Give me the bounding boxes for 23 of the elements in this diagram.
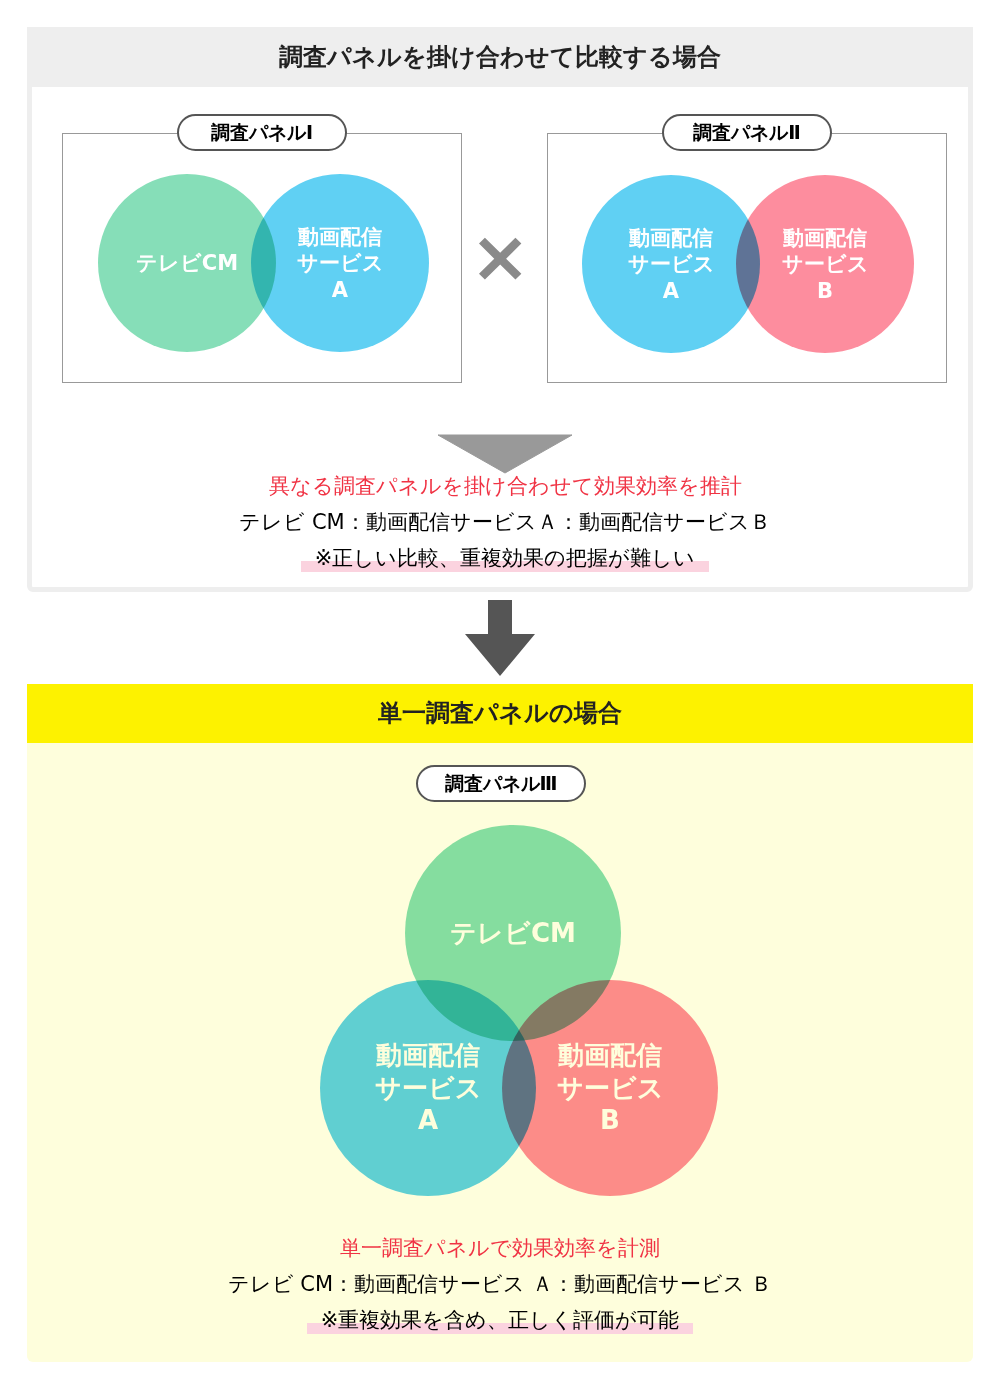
- panel-label: 調査パネルⅠ: [177, 114, 347, 151]
- panel-label: 調査パネルⅡ: [662, 114, 832, 151]
- circle-label: テレビCM: [135, 249, 239, 277]
- section-heading: 調査パネルを掛け合わせて比較する場合: [27, 27, 973, 87]
- circle-label: テレビCM: [450, 916, 576, 950]
- result-heading: 単一調査パネルで効果効率を計測: [340, 1235, 660, 1262]
- circle-label: 動画配信サービスA: [295, 223, 385, 303]
- arrow: [437, 434, 573, 474]
- circle-label: 動画配信サービスB: [780, 224, 870, 304]
- arrow: [465, 600, 535, 676]
- panel-label: 調査パネルⅢ: [416, 765, 586, 802]
- section-panel: [27, 684, 973, 1362]
- circle-label: 動画配信サービスA: [373, 1039, 483, 1137]
- multiply-sign: ×: [470, 218, 530, 294]
- note-text: ※正しい比較、重複効果の把握が難しい: [300, 544, 710, 572]
- circle-label: 動画配信サービスB: [555, 1039, 665, 1137]
- circle-label: 動画配信サービスA: [626, 224, 716, 304]
- section-panel: [27, 27, 973, 592]
- result-heading: 異なる調査パネルを掛け合わせて効果効率を推計: [268, 473, 742, 500]
- ratio-text: テレビ CM：動画配信サービス Ａ：動画配信サービス Ｂ: [227, 1271, 773, 1298]
- note-text: ※重複効果を含め、正しく評価が可能: [306, 1306, 694, 1334]
- ratio-text: テレビ CM：動画配信サービスＡ：動画配信サービスＢ: [239, 509, 771, 536]
- section-heading: 単一調査パネルの場合: [27, 684, 973, 743]
